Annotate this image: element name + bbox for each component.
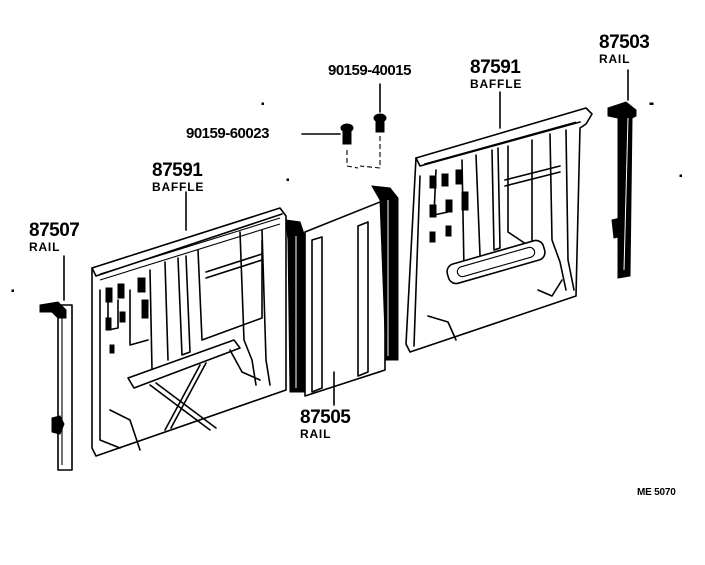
figure-code: ME 5070 [637, 487, 676, 498]
part-number: 87591 [470, 57, 521, 78]
bolt-90159-60023-drawing [301, 123, 359, 169]
part-number: 87505 [300, 407, 351, 428]
label-87591-left: 87591 BAFFLE [152, 161, 204, 193]
label-90159-40015: 90159-40015 [328, 62, 411, 79]
label-87503: 87503 RAIL [599, 32, 650, 66]
baffle-87591-left-drawing [91, 191, 287, 457]
label-87507: 87507 RAIL [29, 220, 80, 254]
label-87591-right: 87591 BAFFLE [470, 58, 522, 90]
part-name: RAIL [300, 427, 332, 441]
rail-87503-drawing [607, 69, 637, 279]
rail-87507-drawing [39, 255, 73, 471]
part-number: 87503 [599, 32, 650, 53]
part-number: 87591 [152, 160, 203, 181]
part-name: RAIL [599, 52, 631, 66]
label-87505: 87505 RAIL [300, 407, 351, 441]
bolt-90159-40015-drawing [359, 83, 387, 169]
scan-specks [11, 102, 682, 292]
part-name: BAFFLE [152, 180, 205, 194]
rail-87505-drawing [285, 185, 399, 406]
baffle-87591-right-drawing [405, 91, 593, 353]
part-name: BAFFLE [470, 77, 523, 91]
part-number: 87507 [29, 220, 80, 241]
label-90159-60023: 90159-60023 [186, 125, 269, 142]
part-name: RAIL [29, 240, 61, 254]
